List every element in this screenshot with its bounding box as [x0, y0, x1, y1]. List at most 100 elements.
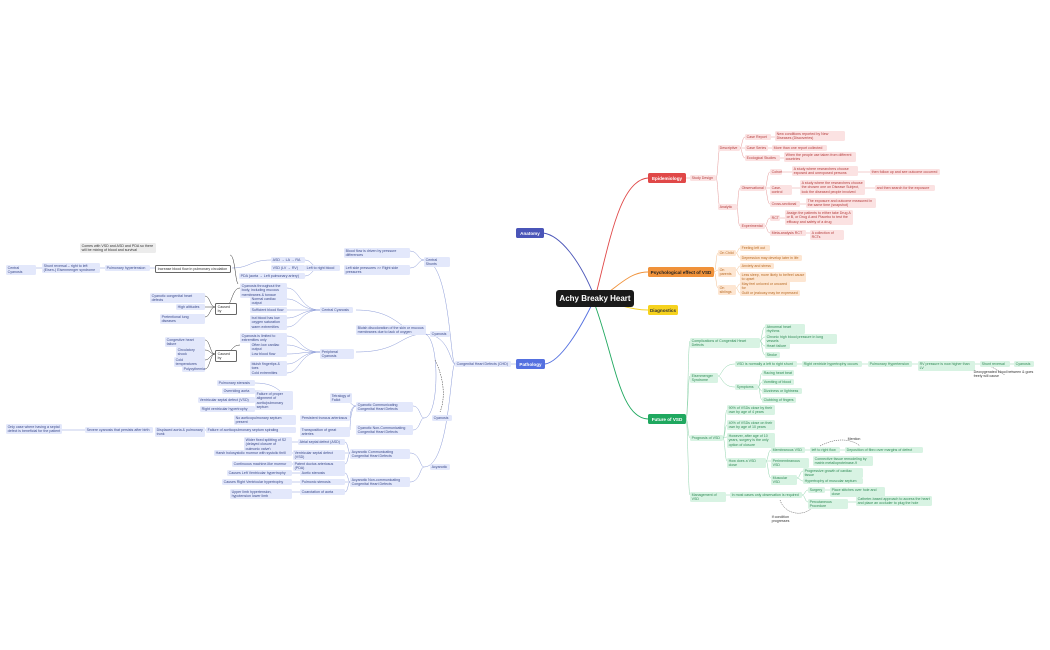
node-pc2[interactable]: Often low cardiac output	[250, 342, 287, 353]
node-acyanotic-non[interactable]: Acyanotic Non-communicating Congenital H…	[350, 477, 410, 488]
node-case-report-note[interactable]: New conditions reported by New Diseases …	[775, 131, 845, 142]
node-comp2[interactable]: Chronic high blood pressure in lung vess…	[765, 334, 837, 345]
node-psy-siblings[interactable]: On siblings	[718, 285, 736, 296]
node-mem-note2[interactable]: Deposition of fibro over margins of defe…	[845, 447, 923, 453]
node-increase-flow[interactable]: Increase blood flow in pulmonary circula…	[155, 265, 231, 273]
node-cohort[interactable]: Cohort	[770, 169, 782, 175]
node-vsd[interactable]: Ventricular septal defect (VSD)	[293, 450, 345, 461]
node-comment-box[interactable]: Comes with VSD and ASD and PDA so there …	[80, 243, 156, 254]
node-central-cyanosis[interactable]: Central Cyanosis	[320, 307, 353, 313]
node-chd[interactable]: Congenital Heart Defects (CHD)	[455, 361, 511, 367]
node-psy-child[interactable]: On Child	[718, 250, 736, 256]
node-tetralogy[interactable]: Tetralogy of Fallot	[330, 393, 352, 404]
node-pc3[interactable]: Low blood flow	[250, 351, 287, 357]
node-acyanotic[interactable]: Acyanotic	[430, 464, 450, 470]
node-descriptive[interactable]: Descriptive	[718, 145, 740, 151]
node-if-progresses[interactable]: If condition progresses	[771, 514, 790, 524]
node-cyanotic-non[interactable]: Cyanotic Non-Communicating Congenital He…	[356, 425, 413, 436]
node-ecological-note[interactable]: When the people use taken from different…	[784, 152, 856, 163]
node-shunt-note1[interactable]: Blood flow is driven by pressure differe…	[344, 248, 410, 259]
node-muscular[interactable]: Muscular VSD	[771, 475, 797, 486]
node-meta[interactable]: Meta-analysis RCT	[770, 230, 806, 236]
node-prognosis[interactable]: Prognosis of VSD	[690, 435, 723, 441]
node-caused-by-2[interactable]: Caused by	[215, 350, 237, 363]
node-tf4[interactable]: Right ventricular hypertrophy	[200, 406, 255, 412]
node-prog1[interactable]: 90% of VSDs close by their own by age of…	[727, 405, 775, 416]
node-cyanotic-comm[interactable]: Cyanotic Communicating Congenital Heart …	[356, 402, 413, 413]
node-sym4[interactable]: Clubbing of fingers	[762, 397, 796, 403]
node-cohort-note2[interactable]: then follow up and see outcome occurred	[870, 169, 940, 175]
node-asd-flow[interactable]: ASD → LA → RA	[271, 257, 305, 263]
node-surgery-note[interactable]: Place stitches over hole and close	[830, 487, 885, 498]
node-pda[interactable]: Patent ductus arteriosus (PDA)	[293, 461, 345, 472]
node-psy-s1[interactable]: May feel unloved or uncared for	[740, 281, 790, 292]
node-case-series[interactable]: Case Series	[745, 145, 768, 151]
node-symptoms[interactable]: Symptoms	[735, 384, 758, 390]
node-how-close[interactable]: How does a VSD close	[727, 458, 766, 469]
node-deoxygenated[interactable]: Deoxygenated blood between & goes freely…	[973, 369, 1034, 379]
node-mem-note[interactable]: left to right flow	[810, 447, 840, 453]
node-mus1[interactable]: Progressive growth of cardiac tissue	[803, 468, 863, 479]
node-trans-note[interactable]: Failure of aorticopulmonary septum spira…	[206, 427, 296, 433]
node-comp1[interactable]: Abnormal heart rhythms	[765, 324, 805, 335]
node-mus2[interactable]: Hypertrophy of muscular septum	[803, 478, 863, 484]
node-rct-note[interactable]: Assign the patients to either take Drug …	[785, 210, 853, 225]
node-meta-note[interactable]: A collection of RCTs	[810, 230, 844, 241]
branch-anatomy[interactable]: Anatomy	[516, 228, 544, 238]
node-cross-note[interactable]: The exposure and outcome measured in the…	[806, 198, 876, 209]
node-pda-flow[interactable]: PDA (aorta → Left pulmonary artery)	[239, 273, 305, 279]
node-pulmonary-htn[interactable]: Pulmonary hypertension	[105, 265, 150, 271]
node-psy-k1[interactable]: Feeling left out	[740, 245, 770, 251]
node-central-cyanosis-left[interactable]: Central Cyanosis	[6, 265, 36, 276]
branch-psychological[interactable]: Psychological effect of VSD	[648, 267, 714, 277]
node-tf1[interactable]: Pulmonary stenosis	[217, 380, 255, 386]
node-prog2[interactable]: 40% of VSDs close on their own by age of…	[727, 420, 775, 431]
node-left-to-right[interactable]: Left to right blood	[305, 265, 340, 271]
node-pulmonic-note[interactable]: Causes Right Ventricular hypertrophy	[222, 479, 292, 485]
node-psy-p1[interactable]: Anxiety and stress	[740, 263, 774, 269]
node-peripheral-cyanosis[interactable]: Peripheral Cyanosis	[320, 349, 354, 360]
node-cb1c[interactable]: Pretentional lung diseases	[160, 314, 205, 325]
node-study-design[interactable]: Study Design	[690, 175, 716, 181]
node-cyanosis[interactable]: Cyanosis	[430, 331, 450, 337]
node-case-control[interactable]: Case-control	[770, 185, 792, 196]
node-observational[interactable]: Observational	[740, 185, 765, 191]
node-cc4[interactable]: but blood has low oxygen saturation	[250, 315, 287, 326]
node-sym3[interactable]: Dizziness or lightness	[762, 388, 802, 394]
branch-epidemiology[interactable]: Epidemiology	[648, 173, 686, 183]
node-caused-by-1[interactable]: Caused by	[215, 303, 237, 316]
node-cb2c[interactable]: Cold temperatures	[174, 357, 205, 368]
node-mg1[interactable]: In most cases only observation is requir…	[730, 492, 802, 498]
node-no-septum[interactable]: No aorticopulmonary septum present	[234, 415, 296, 426]
node-asd-note[interactable]: Wider fixed splitting of S2 (delayed clo…	[244, 437, 292, 452]
node-vsd-flow[interactable]: VSD (LV → RV)	[271, 265, 305, 271]
node-aortic[interactable]: Aortic stenosis	[300, 470, 345, 476]
node-percut-note[interactable]: Catheter-based approach to access the he…	[856, 496, 932, 507]
node-sym2[interactable]: Vomiting of blood	[762, 379, 794, 385]
node-complications[interactable]: Complications of Congenital Heart Defect…	[690, 338, 760, 349]
node-case-control-note[interactable]: A study where the researchers choose the…	[800, 180, 865, 195]
node-cb2d[interactable]: Polycythemia	[182, 366, 205, 372]
node-rct[interactable]: RCT	[770, 215, 780, 221]
node-management[interactable]: Management of VSD	[690, 492, 726, 503]
node-aortic-note[interactable]: Causes Left Ventricular hypertrophy	[227, 470, 292, 476]
node-eis2[interactable]: Right ventricle hypertrophy occurs	[802, 361, 862, 367]
node-comp4[interactable]: Stroke	[765, 352, 780, 358]
node-psy-parents[interactable]: On parents	[718, 267, 736, 278]
node-vsd-note[interactable]: Harsh holosystolic murmur with systolic …	[214, 450, 292, 456]
node-cc1[interactable]: Cyanosis throughout the body, including …	[240, 283, 287, 298]
node-eis5[interactable]: Shunt reversal	[980, 361, 1010, 367]
node-psy-k2[interactable]: Depression may develop later in life	[740, 255, 802, 261]
node-pda-note[interactable]: Continuous machine-like murmur	[232, 461, 292, 467]
node-sym1[interactable]: Racing heart beat	[762, 370, 794, 376]
node-percutaneous[interactable]: Percutaneous Procedure	[808, 499, 848, 510]
node-cb2b[interactable]: Circulatory shock	[176, 347, 205, 358]
node-cb2a[interactable]: Congestive heart failure	[165, 337, 205, 348]
node-cb1a[interactable]: Cyanotic congenital heart defects	[150, 293, 205, 304]
node-comp3[interactable]: Heart failure	[765, 343, 790, 349]
node-cb1b[interactable]: High altitudes	[176, 304, 205, 310]
node-shunt-reversal[interactable]: Shunt reversal – right to left (Eisen-) …	[42, 263, 100, 274]
node-prog3[interactable]: However, after age of 10 years, surgery …	[727, 433, 775, 448]
node-transposition[interactable]: Transposition of great arteries	[300, 427, 350, 438]
node-coarct[interactable]: Coarctation of aorta	[300, 489, 345, 495]
